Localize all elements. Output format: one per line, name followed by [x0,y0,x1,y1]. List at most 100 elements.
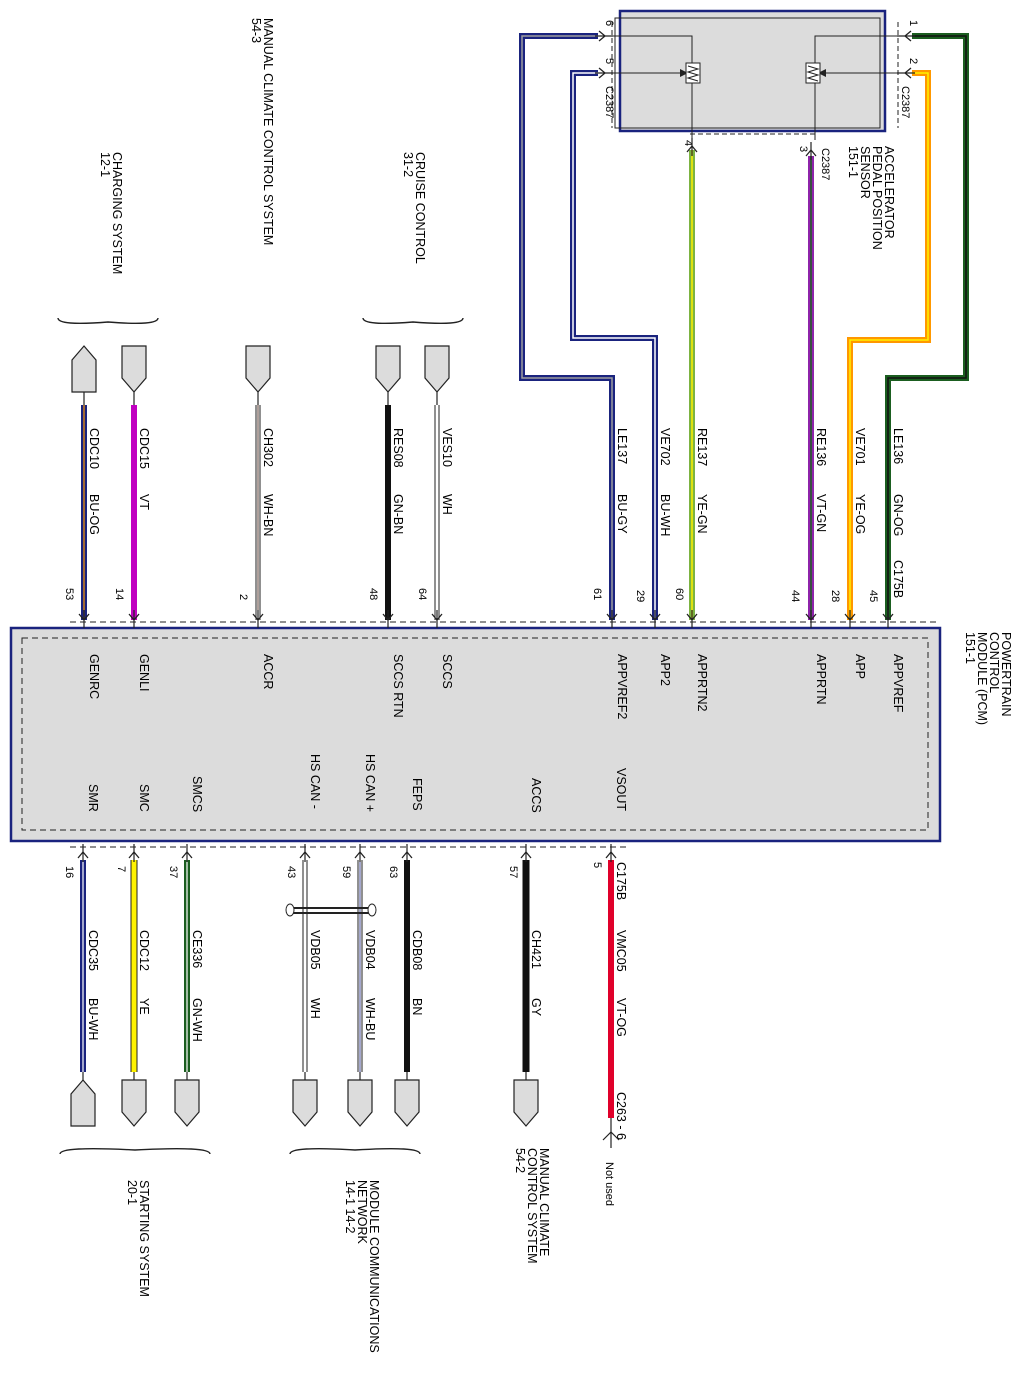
c263-terminal [602,1118,620,1148]
end-connector-ch421 [513,1079,539,1127]
circuit-ce336: CE336 [190,930,204,968]
pin-5: 5 [591,862,603,868]
pcm-label-sccs-rtn: SCCS RTN [391,654,405,718]
color-re136: VT-GN [814,494,828,532]
color-ve702: BU-WH [658,494,672,536]
color-cdc12: YE [137,998,151,1015]
pcm-bottom-pin-marker-6 [520,844,532,862]
pcm-top-pin-marker-8 [805,610,817,628]
color-ves10: WH [440,494,454,515]
circuit-cdb08: CDB08 [410,930,424,970]
pcm-label-apprtn2: APPRTN2 [695,654,709,711]
sensor-pin-3: 3 [797,146,809,152]
pin-44: 44 [789,590,801,602]
pcm-label-smr: SMR [86,784,100,812]
circuit-le137: LE137 [615,428,629,464]
twisted-pair-marker [285,903,377,917]
pcm-bottom-pin-marker-4 [354,844,366,862]
pcm-bottom-pin-marker-5 [401,844,413,862]
pcm-top-pin-marker-5 [606,610,618,628]
pcm-label-appvref: APPVREF [891,654,905,713]
pcm-top-pin-marker-4 [431,610,443,628]
pcm-bottom-pin-marker-1 [128,844,140,862]
svg-text:SENSOR: SENSOR [858,146,872,199]
ref-charging-system: CHARGING SYSTEM 12-1 [98,152,124,274]
not-used-label: Not used [603,1162,615,1206]
pin-14: 14 [113,588,125,600]
svg-text:14-1 14-2: 14-1 14-2 [343,1180,357,1234]
circuit-ves10: VES10 [440,428,454,467]
svg-text:ACCELERATOR: ACCELERATOR [882,146,896,239]
pcm-module [9,626,942,843]
pin-7: 7 [115,866,127,872]
end-connector-ch302 [245,345,271,393]
svg-text:STARTING SYSTEM: STARTING SYSTEM [137,1180,151,1297]
pcm-label-smc: SMC [137,784,151,812]
pcm-label-genrc: GENRC [87,654,101,699]
circuit-cdc10: CDC10 [87,428,101,469]
color-le136: GN-OG [891,494,905,536]
c2387-label-bottom: C2387 [819,148,831,180]
end-connector-vdb05 [292,1079,318,1127]
pcm-label-accs: ACCS [529,778,543,813]
color-vdb04: WH-BU [363,998,377,1040]
sensor-pin-4: 4 [682,140,694,146]
brace-cruise [362,317,464,325]
end-connector-vdb04 [347,1079,373,1127]
color-cdc10: BU-OG [87,494,101,535]
pcm-bottom-pin-marker-7 [605,844,617,862]
svg-text:31-2: 31-2 [401,152,415,177]
svg-text:MANUAL CLIMATE CONTROL SYSTEM: MANUAL CLIMATE CONTROL SYSTEM [261,18,275,245]
pcm-top-pin-marker-9 [844,610,856,628]
pin-markers [77,30,915,862]
svg-text:NETWORK: NETWORK [355,1180,369,1245]
circuit-vmc05: VMC05 [614,930,628,972]
end-connector-cdc10 [71,345,97,393]
color-ve701: YE-OG [853,494,867,534]
apps-sensor [611,9,899,140]
wire-le137 [519,33,615,620]
pin-37: 37 [167,866,179,878]
c2387-label-right: C2387 [899,86,911,118]
pcm-top-pin-marker-2 [252,610,264,628]
pcm-bottom-pin-marker-3 [299,844,311,862]
circuit-ch302: CH302 [261,428,275,467]
svg-text:MANUAL CLIMATE: MANUAL CLIMATE [537,1148,551,1256]
ref-cruise-control: CRUISE CONTROL 31-2 [401,152,427,264]
circuit-re136: RE136 [814,428,828,466]
brace-network [289,1147,421,1155]
circuit-ch421: CH421 [529,930,543,969]
svg-text:CHARGING SYSTEM: CHARGING SYSTEM [110,152,124,274]
end-connector-cdc15 [121,345,147,393]
circuit-res08: RES08 [391,428,405,468]
sensor-pin-marker-1 [897,30,915,42]
svg-text:MODULE (PCM): MODULE (PCM) [975,632,989,725]
pcm-top-pin-marker-10 [882,610,894,628]
svg-text:POWERTRAIN: POWERTRAIN [999,632,1013,717]
svg-text:PEDAL POSITION: PEDAL POSITION [870,146,884,250]
circuit-vdb04: VDB04 [363,930,377,970]
pcm-label-hs-can-minus: HS CAN - [308,754,322,809]
sensor-pin-marker-3 [805,142,817,160]
end-connector-res08 [375,345,401,393]
pin-16: 16 [63,866,75,878]
pcm-top-pin-marker-3 [382,610,394,628]
pin-45: 45 [867,590,879,602]
pcm-label-sccs: SCCS [440,654,454,689]
sensor-pin-marker-2 [897,67,915,79]
circuit-ve701: VE701 [853,428,867,466]
sensor-pin-5: 5 [603,58,615,64]
end-connector-ves10 [424,345,450,393]
pcm-bottom-pin-marker-0 [77,844,89,862]
ref-manual-climate-top: MANUAL CLIMATE CONTROL SYSTEM 54-3 [249,18,275,245]
pin-48: 48 [367,588,379,600]
pin-29: 29 [634,590,646,602]
pin-63: 63 [387,866,399,878]
pin-43: 43 [285,866,297,878]
pin-53: 53 [63,588,75,600]
pcm-label-app2: APP2 [658,654,672,686]
ref-starting-system: STARTING SYSTEM 20-1 [125,1180,151,1297]
end-connector-cdc12 [121,1079,147,1127]
pcm-label-genli: GENLI [137,654,151,692]
